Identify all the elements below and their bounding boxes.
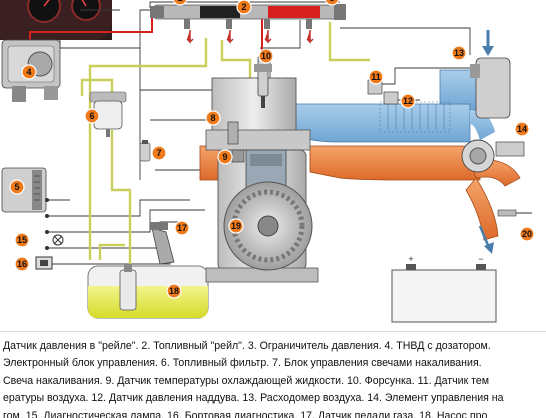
intake-air-duct	[291, 69, 501, 143]
svg-text:13: 13	[454, 48, 464, 58]
legend-line: Датчик давления в "рейле". 2. Топливный …	[3, 340, 491, 352]
svg-text:1: 1	[177, 0, 182, 3]
callout-marker: 8	[205, 110, 221, 126]
glow-plug-control-unit	[139, 140, 151, 162]
svg-text:12: 12	[403, 96, 413, 106]
svg-text:7: 7	[156, 148, 161, 158]
svg-text:19: 19	[231, 221, 241, 231]
diagnostic-lamp	[52, 234, 64, 246]
coolant-temp-sensor	[231, 149, 245, 163]
oxygen-sensor	[497, 209, 532, 217]
fuel-tank	[87, 264, 209, 319]
callout-marker: 6	[84, 108, 100, 124]
svg-text:4: 4	[26, 67, 31, 77]
fuel-low-pressure-lines	[80, 22, 370, 275]
fuel-filter	[89, 91, 127, 137]
callout-marker: 2	[236, 0, 252, 15]
svg-text:8: 8	[210, 113, 215, 123]
engine-block	[205, 77, 319, 283]
accelerator-pedal	[150, 222, 175, 265]
callout-marker: 12	[400, 93, 416, 109]
callout-marker: 20	[519, 226, 535, 242]
callout-marker: 10	[258, 48, 274, 64]
callout-marker: 13	[451, 45, 467, 61]
callout-marker: 16	[14, 256, 30, 272]
obd-diagnostic-socket	[35, 256, 53, 270]
svg-text:16: 16	[17, 259, 27, 269]
diagram-legend: Датчик давления в "рейле". 2. Топливный …	[0, 331, 546, 418]
turbocharger	[461, 139, 525, 173]
callout-marker: 14	[514, 121, 530, 137]
glow-plug	[227, 121, 239, 145]
svg-text:17: 17	[177, 223, 187, 233]
callout-marker: 5	[9, 179, 25, 195]
svg-text:+: +	[408, 254, 413, 264]
legend-line: Электронный блок управления. 6. Топливны…	[3, 357, 482, 370]
legend-line: Свеча накаливания. 9. Датчик температуры…	[3, 374, 490, 387]
svg-text:10: 10	[261, 51, 271, 61]
svg-text:6: 6	[89, 111, 94, 121]
exhaust-pipe	[199, 145, 521, 254]
callout-marker: 17	[174, 220, 190, 236]
high-pressure-pump	[1, 39, 61, 102]
callout-marker: 15	[14, 232, 30, 248]
battery: + −	[391, 254, 497, 323]
svg-text:5: 5	[14, 182, 19, 192]
svg-text:18: 18	[169, 286, 179, 296]
callout-marker: 18	[166, 283, 182, 299]
callout-marker: 3	[324, 0, 340, 6]
svg-text:3: 3	[329, 0, 334, 3]
legend-line: гом. 15. Диагностическая лампа. 16. Борт…	[3, 409, 488, 418]
callout-marker: 19	[228, 218, 244, 234]
callout-marker: 1	[172, 0, 188, 6]
svg-text:20: 20	[522, 229, 532, 239]
callout-marker: 11	[368, 69, 384, 85]
svg-text:11: 11	[371, 72, 381, 82]
callout-marker: 7	[151, 145, 167, 161]
fuel-injector	[254, 55, 272, 108]
svg-text:−: −	[478, 254, 483, 264]
svg-text:14: 14	[517, 124, 527, 134]
diesel-common-rail-diagram: + − 1 2 3 4 5 6 7 8 9 10 11 12 13 14 15 …	[0, 0, 535, 323]
engine-control-unit	[1, 167, 47, 213]
svg-text:2: 2	[241, 2, 246, 12]
svg-text:15: 15	[17, 235, 27, 245]
instrument-cluster	[0, 0, 112, 40]
svg-text:9: 9	[222, 152, 227, 162]
callout-marker: 4	[21, 64, 37, 80]
boost-pressure-sensor	[383, 91, 399, 105]
legend-line: ературы воздуха. 12. Датчик давления над…	[3, 392, 504, 405]
air-mass-meter	[470, 30, 511, 119]
callout-marker: 9	[217, 149, 233, 165]
